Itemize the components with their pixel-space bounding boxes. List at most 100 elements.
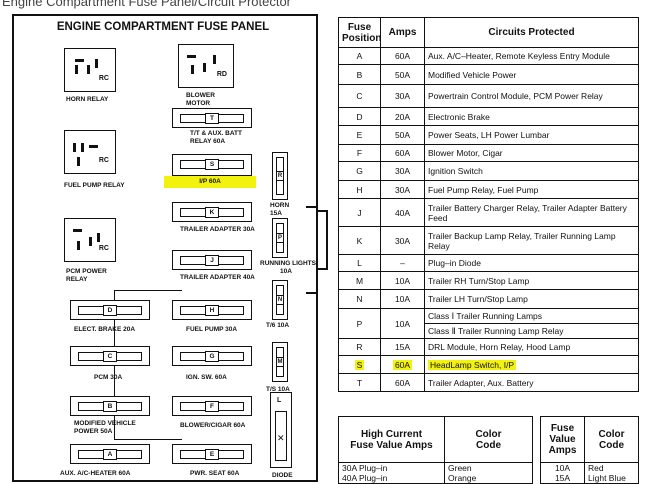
high-value-item: 30A Plug–in: [342, 463, 388, 473]
high-colors-cell: Green Orange: [444, 462, 533, 484]
fuse-circuits-cell-text: Trailer Adapter, Aux. Battery: [428, 377, 534, 388]
fuse-d: D: [70, 300, 150, 320]
page-title: Engine Compartment Fuse Panel/Circuit Pr…: [2, 0, 292, 9]
fuse-position-cell: B: [338, 64, 381, 85]
fuse-position-cell-text: D: [356, 111, 363, 122]
fuse-value-item: 15A: [554, 473, 571, 483]
fuse-position-cell: C: [338, 84, 381, 108]
fuse-amps-cell: 15A: [380, 338, 425, 356]
fuse-position-cell-text: J: [357, 207, 362, 218]
fuse-position-cell: L: [338, 254, 381, 272]
fuse-circuits-cell-text: Class Ⅰ Trailer Running Lamps: [425, 310, 638, 324]
fuse-position-cell-text: S: [354, 359, 365, 370]
col-header-amps: Amps: [380, 17, 425, 48]
fuse-circuits-cell-text: Trailer RH Turn/Stop Lamp: [428, 275, 530, 286]
high-color-item: Orange: [448, 473, 477, 483]
fuse-position-cell-text: E: [356, 130, 363, 140]
fuse-amps-cell-text: 60A: [394, 148, 411, 158]
fuse-e: E: [172, 444, 252, 464]
diode-body: [275, 411, 287, 461]
fuse-circuits-cell-text: Modified Vehicle Power: [428, 69, 517, 80]
small-fuse-r: R: [272, 152, 288, 200]
diode-letter: L: [277, 397, 282, 404]
fuse-amps-cell: 30A: [380, 180, 425, 199]
fuse-s-highlighted: S: [172, 154, 252, 176]
high-current-header: High Current Fuse Value Amps: [338, 416, 445, 463]
col-header-position: Fuse Position: [338, 17, 381, 48]
fuse-amps-cell: 10A: [380, 289, 425, 309]
fuse-j-label: TRAILER ADAPTER 40A: [180, 274, 255, 281]
fuse-f-label: BLOWER/CIGAR 60A: [180, 422, 246, 429]
fuse-a: A: [70, 444, 150, 464]
fuse-position-cell: H: [338, 180, 381, 199]
fuse-position-cell-text: N: [356, 294, 363, 304]
col-header-circuits: Circuits Protected: [424, 17, 639, 48]
fuse-circuits-cell: Powertrain Control Module, PCM Power Rel…: [424, 84, 639, 108]
fuse-circuits-cell-text: DRL Module, Horn Relay, Hood Lamp: [428, 342, 571, 352]
panel-title: ENGINE COMPARTMENT FUSE PANEL: [56, 21, 270, 33]
fuse-g: G: [172, 346, 252, 366]
fuse-position-cell: N: [338, 289, 381, 309]
fuse-amps-cell: 10A: [380, 271, 425, 290]
fuse-amps-cell-text: 20A: [394, 111, 411, 122]
fuse-f: F: [172, 396, 252, 416]
fuse-amps-cell: 50A: [380, 64, 425, 85]
pcm-power-relay: RC: [64, 218, 116, 262]
diode-symbol-icon: ✕: [277, 433, 285, 443]
fuse-circuits-cell-text: Blower Motor, Cigar: [428, 148, 503, 158]
fuse-position-cell-text: A: [356, 51, 363, 61]
fuse-color-item: Light Blue: [588, 473, 626, 483]
fuse-circuits-cell: DRL Module, Horn Relay, Hood Lamp: [424, 338, 639, 356]
fuse-colors-cell: Red Light Blue: [584, 462, 639, 484]
fuse-circuits-cell: Trailer RH Turn/Stop Lamp: [424, 271, 639, 290]
fuse-color-item: Red: [588, 463, 604, 473]
fuse-circuits-cell: Plug–in Diode: [424, 254, 639, 272]
fuse-position-cell: G: [338, 161, 381, 181]
small-fuse-p: P: [272, 218, 288, 258]
high-current-color-table: High Current Fuse Value Amps Color Code …: [338, 416, 533, 484]
fuse-amps-cell-text: 10A: [394, 294, 411, 304]
fuse-j: J: [172, 250, 252, 270]
fuse-position-table: Fuse Position Amps Circuits Protected A 6…: [338, 17, 639, 392]
fuse-circuits-cell: Trailer Adapter, Aux. Battery: [424, 373, 639, 392]
fuse-circuits-cell-text: Powertrain Control Module, PCM Power Rel…: [428, 91, 603, 101]
fuse-position-cell: F: [338, 144, 381, 162]
fuse-amps-cell: 30A: [380, 84, 425, 108]
fuse-d-label: ELECT. BRAKE 20A: [74, 326, 136, 333]
fuse-value-item: 10A: [554, 463, 571, 473]
fuse-amps-cell: 60A: [380, 144, 425, 162]
fuse-circuits-cell: Fuel Pump Relay, Fuel Pump: [424, 180, 639, 199]
fuse-b-label: MODIFIED VEHICLE POWER 50A: [74, 420, 136, 435]
fuse-circuits-cell: HeadLamp Switch, I/P: [424, 355, 639, 374]
fuse-position-cell-text: B: [356, 69, 363, 80]
fuse-k: K: [172, 202, 252, 222]
fuse-position-cell: T: [338, 373, 381, 392]
panel-tab: [318, 210, 328, 212]
fuse-panel-diagram: ENGINE COMPARTMENT FUSE PANEL RC HORN RE…: [12, 14, 318, 482]
fuse-amps-cell-text: –: [400, 258, 405, 268]
fuse-position-cell-text: C: [356, 91, 363, 101]
diode-l: L ✕: [270, 392, 292, 468]
fuse-amps-cell-text: 30A: [394, 166, 411, 176]
high-color-header: Color Code: [444, 416, 533, 463]
fuse-circuits-cell-text: Class Ⅱ Trailer Running Lamp Relay: [428, 326, 564, 336]
fuse-g-label: IGN. SW. 60A: [186, 374, 227, 381]
fuse-circuits-cell-text: Plug–in Diode: [428, 258, 481, 268]
high-value-item: 40A Plug–in: [342, 473, 388, 483]
fuel-pump-relay-label: FUEL PUMP RELAY: [64, 182, 125, 189]
fuse-position-cell: S: [338, 355, 381, 374]
horn-relay-label: HORN RELAY: [66, 96, 109, 103]
fuse-color-header: Color Code: [584, 416, 639, 463]
diode-label: DIODE: [272, 472, 293, 479]
fuse-k-label: TRAILER ADAPTER 30A: [180, 226, 255, 233]
